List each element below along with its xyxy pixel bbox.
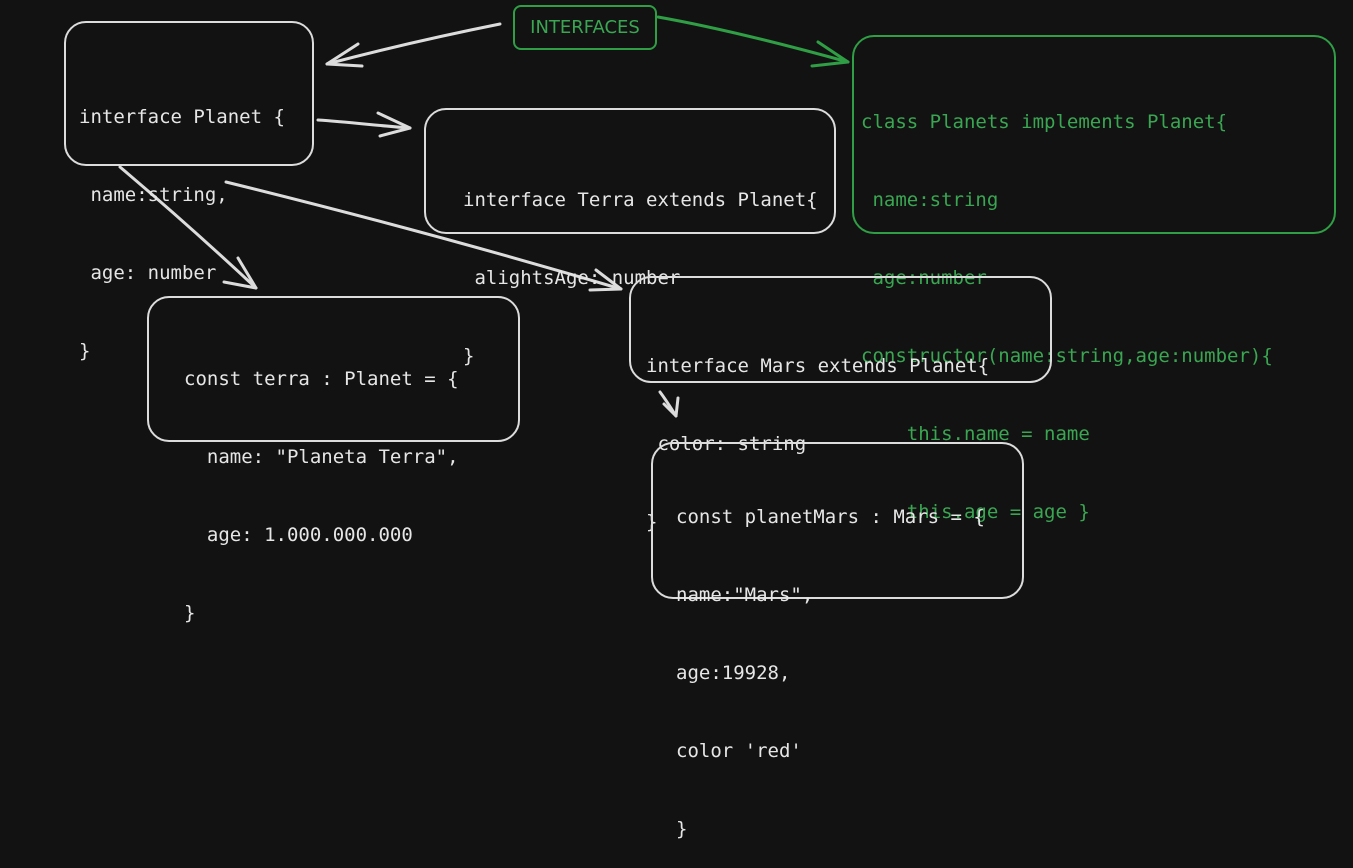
- planet-interface-code: interface Planet { name:string, age: num…: [79, 52, 285, 390]
- connector-layer: [118, 15, 850, 418]
- code-line: name: "Planeta Terra",: [184, 446, 459, 468]
- code-line: age:number: [861, 267, 987, 289]
- code-line: constructor(name:string,age:number){: [861, 345, 1273, 367]
- code-line: age: 1.000.000.000: [184, 524, 413, 546]
- code-line: color 'red': [676, 740, 802, 762]
- code-line: color: string: [646, 433, 807, 455]
- arrow-planet-to-terra-const: [118, 165, 258, 290]
- mars-interface-box: [629, 276, 1052, 383]
- code-line: class Planets implements Planet{: [861, 111, 1228, 133]
- arrow-interfaces-to-planet: [325, 22, 502, 68]
- code-line: const planetMars : Mars = {: [676, 506, 985, 528]
- terra-const-box: [147, 296, 520, 442]
- code-line: this.name = name: [861, 423, 1090, 445]
- mars-const-box: [651, 442, 1024, 599]
- code-line: age: number: [79, 262, 217, 284]
- mars-interface-code: interface Mars extends Planet{ color: st…: [646, 301, 989, 561]
- planets-class-box: [852, 35, 1336, 234]
- mars-const-code: const planetMars : Mars = { name:"Mars",…: [676, 452, 985, 868]
- code-line: }: [79, 340, 91, 362]
- code-line: interface Mars extends Planet{: [646, 355, 990, 377]
- planets-class-code: class Planets implements Planet{ name:st…: [861, 57, 1273, 551]
- terra-interface-box: [424, 108, 836, 234]
- code-line: name:string,: [79, 184, 228, 206]
- code-line: }: [676, 818, 688, 840]
- code-line: }: [184, 602, 196, 624]
- terra-interface-code: interface Terra extends Planet{ alightsA…: [463, 135, 818, 395]
- interfaces-tag-label: INTERFACES: [530, 17, 640, 38]
- code-line: name:"Mars",: [676, 584, 814, 606]
- code-line: age:19928,: [676, 662, 791, 684]
- interfaces-tag: INTERFACES: [513, 5, 657, 50]
- code-line: }: [463, 345, 475, 367]
- planet-interface-box: [64, 21, 314, 166]
- arrow-planet-to-mars: [224, 180, 623, 292]
- arrow-mars-to-mars-const: [658, 390, 680, 418]
- code-line: interface Terra extends Planet{: [463, 189, 818, 211]
- arrow-planet-to-terra: [316, 111, 412, 138]
- arrow-interfaces-to-class: [656, 15, 850, 68]
- terra-const-code: const terra : Planet = { name: "Planeta …: [184, 314, 459, 652]
- code-line: interface Planet {: [79, 106, 285, 128]
- code-line: this.age = age }: [861, 501, 1090, 523]
- code-line: name:string: [861, 189, 999, 211]
- code-line: const terra : Planet = {: [184, 368, 459, 390]
